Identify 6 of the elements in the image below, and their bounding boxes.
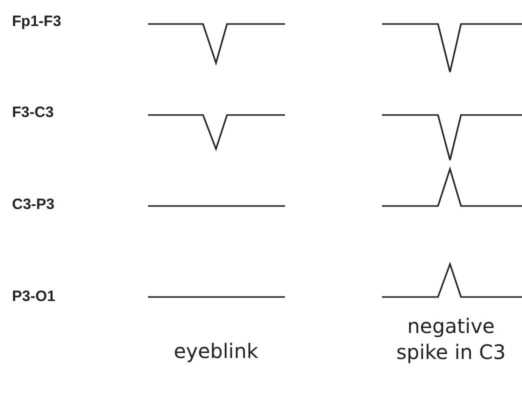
channel-label: Fp1-F3 [12,13,62,31]
column-caption: eyeblink [172,338,260,364]
channel-label: P3-O1 [12,288,56,306]
channel-label: F3-C3 [12,104,54,122]
channel-label: C3-P3 [12,196,55,214]
column-caption: negative spike in C3 [395,313,507,365]
